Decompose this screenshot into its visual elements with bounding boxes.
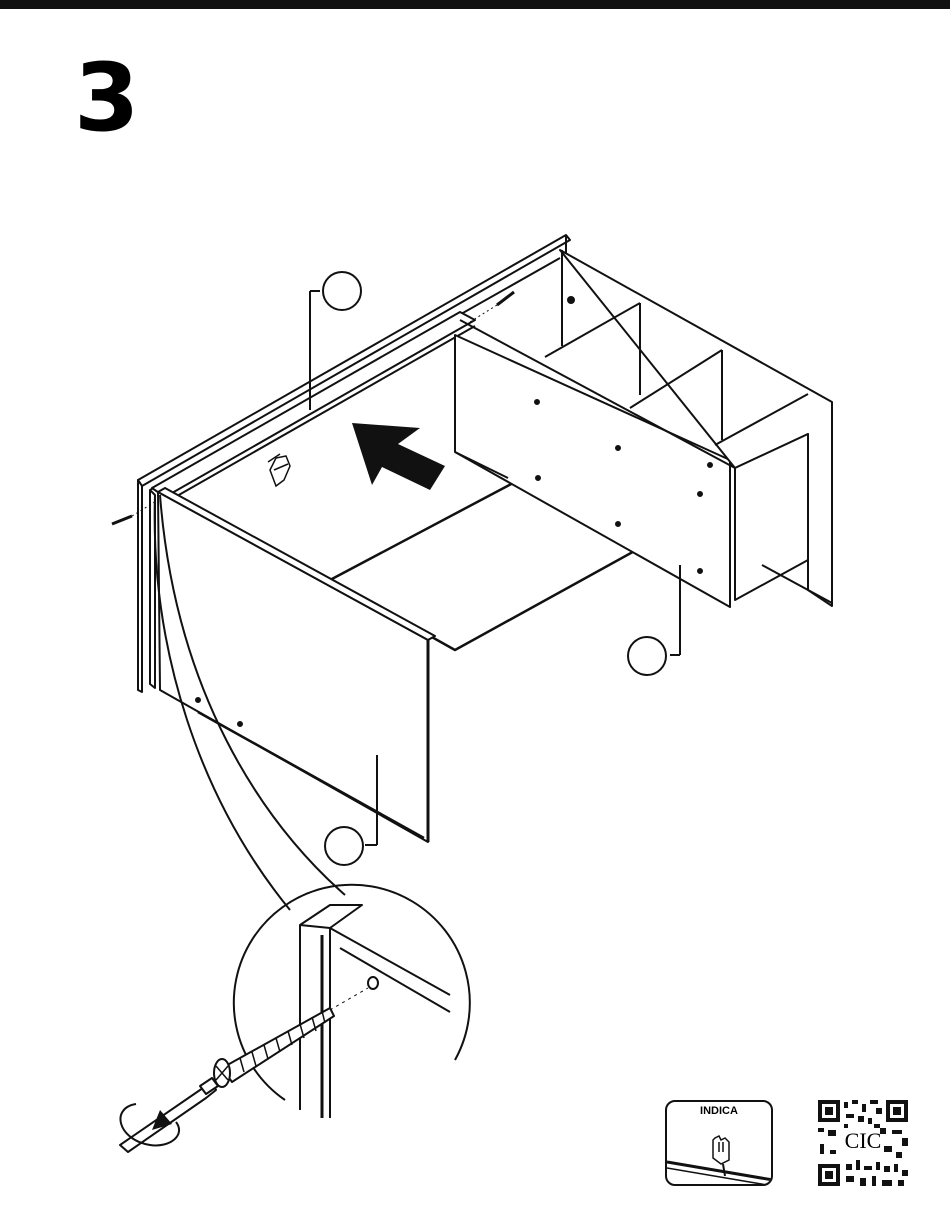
hand-touch-icon — [667, 1102, 773, 1186]
qr-label: CIC — [818, 1128, 908, 1154]
part-label-circle-top — [323, 272, 361, 310]
qr-code-icon: CIC — [818, 1100, 908, 1186]
push-direction-arrow-icon — [352, 423, 445, 490]
pointing-hand-icon — [268, 454, 290, 486]
left-side-panel — [150, 488, 435, 845]
indica-icon-box: INDICA — [665, 1100, 773, 1186]
part-label-circle-bottom — [325, 827, 363, 865]
part-label-circle-right — [628, 637, 666, 675]
detail-magnifier — [214, 885, 470, 1118]
screwdriver — [120, 1078, 218, 1152]
